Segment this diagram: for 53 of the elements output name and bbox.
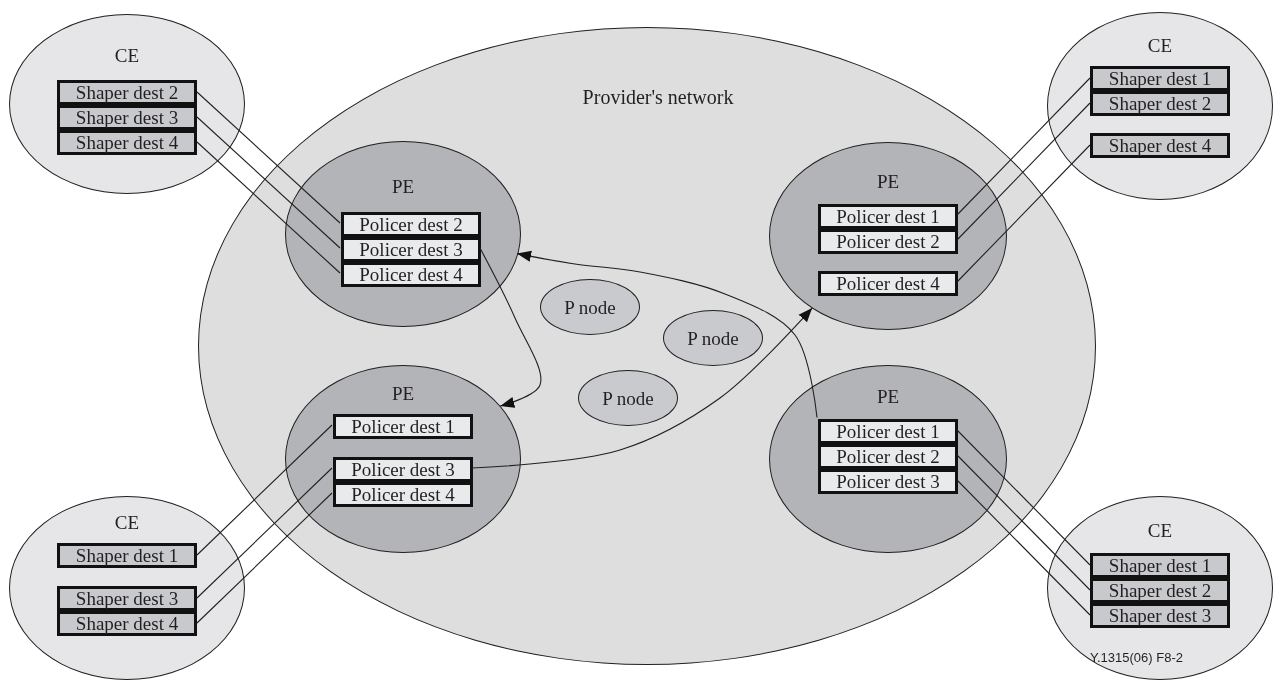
shaper-row: Shaper dest 3 [57, 585, 197, 611]
connector-line [196, 91, 341, 224]
shaper-row: Shaper dest 4 [57, 129, 197, 155]
arrow [471, 307, 813, 469]
policer-row: Policer dest 4 [818, 270, 958, 296]
node-label: PE [876, 171, 900, 191]
policer-row: Policer dest 4 [341, 261, 481, 287]
connector-line [956, 479, 1091, 616]
figure-id: Y.1315(06) F8-2 [1090, 650, 1183, 665]
policer-row: Policer dest 1 [818, 203, 958, 229]
node-label: PE [391, 176, 415, 196]
connector-line [196, 467, 333, 599]
connector-line [196, 141, 341, 274]
shaper-row: Shaper dest 1 [1090, 552, 1230, 578]
arrow [479, 247, 542, 408]
policer-row: Policer dest 4 [333, 481, 473, 507]
policer-row: Policer dest 2 [341, 211, 481, 237]
node-label: CE [1147, 35, 1173, 55]
connector-line [956, 429, 1091, 566]
connector-line [196, 492, 333, 624]
shaper-row: Shaper dest 1 [1090, 65, 1230, 91]
node-label: Provider's network [582, 87, 734, 107]
connector-line [196, 116, 341, 249]
connector-line [956, 102, 1091, 241]
shaper-row: Shaper dest 2 [57, 79, 197, 105]
shaper-row: Shaper dest 4 [1090, 132, 1230, 158]
shaper-row: Shaper dest 2 [1090, 90, 1230, 116]
node-label: P node [687, 328, 739, 348]
node-label: PE [876, 386, 900, 406]
shaper-row: Shaper dest 1 [57, 542, 197, 568]
policer-row: Policer dest 3 [818, 468, 958, 494]
connector-line [956, 454, 1091, 591]
policer-row: Policer dest 2 [818, 228, 958, 254]
shaper-row: Shaper dest 3 [1090, 602, 1230, 628]
connector-line [196, 424, 333, 556]
shaper-row: Shaper dest 2 [1090, 577, 1230, 603]
node-label: PE [391, 383, 415, 403]
shaper-row: Shaper dest 3 [57, 104, 197, 130]
shaper-row: Shaper dest 4 [57, 610, 197, 636]
connector-line [956, 144, 1091, 283]
policer-row: Policer dest 3 [341, 236, 481, 262]
policer-row: Policer dest 2 [818, 443, 958, 469]
policer-row: Policer dest 1 [818, 418, 958, 444]
arrow [516, 250, 818, 419]
node-label: CE [114, 45, 140, 65]
policer-row: Policer dest 3 [333, 456, 473, 482]
node-label: CE [1147, 520, 1173, 540]
node-label: P node [602, 388, 654, 408]
node-label: P node [564, 297, 616, 317]
policer-row: Policer dest 1 [333, 413, 473, 439]
connector-line [956, 77, 1091, 216]
p-node-ellipse [663, 310, 763, 366]
node-label: CE [114, 512, 140, 532]
